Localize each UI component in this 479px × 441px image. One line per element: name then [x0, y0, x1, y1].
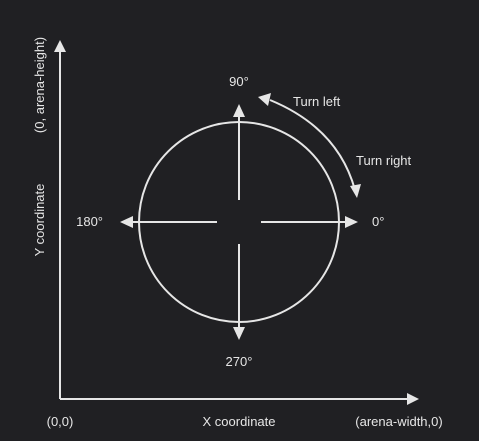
degree-label-90: 90° [229, 74, 249, 89]
turn-arc [258, 93, 361, 198]
turn-right-label: Turn right [356, 153, 412, 168]
arrow-0-head [345, 216, 358, 228]
degree-label-0: 0° [372, 214, 384, 229]
y-axis-label: Y coordinate [32, 184, 47, 257]
y-axis-arrowhead [54, 40, 66, 52]
degree-label-270: 270° [226, 354, 253, 369]
arrow-0 [261, 216, 358, 228]
arrow-90-head [233, 104, 245, 117]
x-end-label: (arena-width,0) [355, 414, 442, 429]
turn-right-arrowhead [350, 184, 361, 198]
degree-label-180: 180° [76, 214, 103, 229]
origin-label: (0,0) [47, 414, 74, 429]
turn-arc-path [269, 99, 356, 191]
y-end-label: (0, arena-height) [32, 37, 47, 133]
arrow-180-head [120, 216, 133, 228]
x-axis [60, 393, 419, 405]
x-axis-label: X coordinate [203, 414, 276, 429]
arrow-90 [233, 104, 245, 200]
turn-left-arrowhead [258, 93, 271, 106]
y-axis [54, 40, 66, 399]
turn-left-label: Turn left [293, 94, 341, 109]
arrow-270 [233, 244, 245, 340]
x-axis-arrowhead [407, 393, 419, 405]
arrow-180 [120, 216, 217, 228]
arrow-270-head [233, 327, 245, 340]
